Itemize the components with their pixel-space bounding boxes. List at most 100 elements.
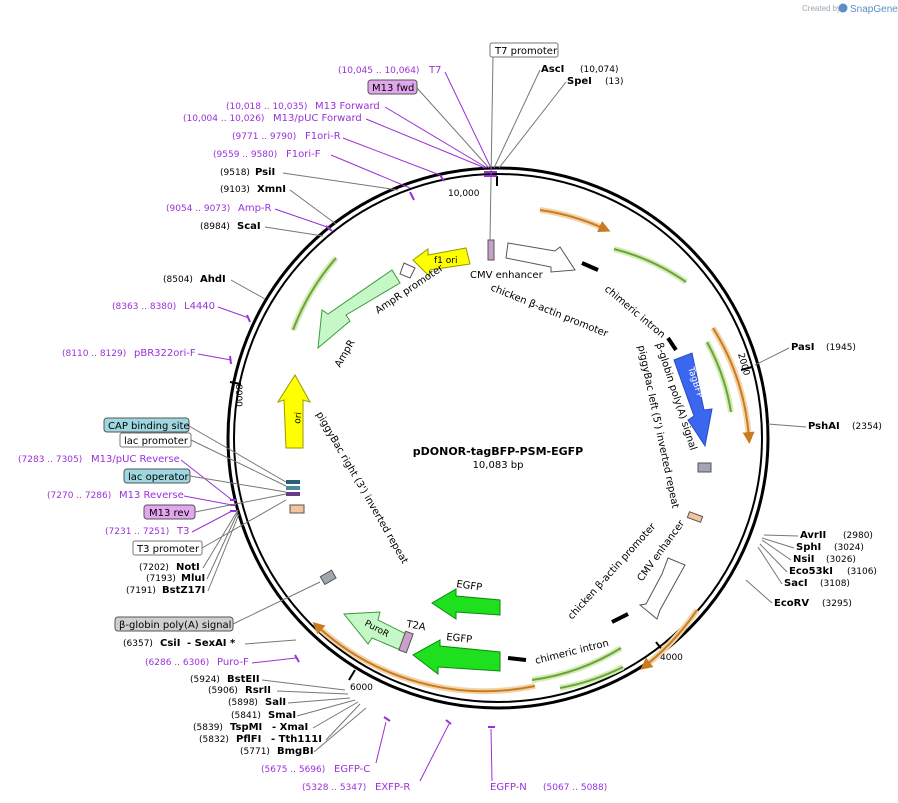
primer-f1orir: F1ori-R: [305, 131, 341, 142]
green-track-arc: [613, 248, 687, 283]
primer-leader: [330, 154, 411, 189]
credit-text: Created by: [802, 4, 841, 13]
site-scai: ScaI: [237, 221, 261, 232]
piggybac-left-block: [686, 511, 704, 523]
primer-egfpc-pos: (5675 .. 5696): [261, 765, 325, 775]
cap-block: [286, 480, 300, 484]
egfp-arrow-upper: [431, 588, 501, 620]
site-scai-pos: (8984): [200, 222, 230, 232]
site-noti-pos: (7202): [139, 563, 169, 573]
primer-mark: [229, 355, 232, 365]
primer-mark: [294, 654, 300, 663]
egfp-label-lower: EGFP: [446, 632, 473, 646]
orange-track-arc: [312, 621, 536, 693]
site-nsii: NsiI: [793, 554, 814, 565]
site-ahdi-pos: (8504): [163, 275, 193, 285]
primer-m13pucrev-pos: (7283 .. 7305): [18, 455, 82, 465]
leader-line: [767, 423, 807, 428]
lac-block: [286, 486, 300, 490]
site-eco53ki: Eco53kI: [789, 566, 833, 577]
m13-rev-label: M13 rev: [149, 508, 190, 519]
piggybac-right-block: [289, 504, 305, 514]
egfp-label-upper: EGFP: [456, 579, 483, 593]
site-pasi: PasI: [791, 342, 814, 353]
primer-pbr322-pos: (8110 .. 8129): [62, 349, 126, 359]
primer-f1orif: F1ori-F: [286, 149, 321, 160]
polya-block: [697, 462, 712, 473]
site-xmni-pos: (9103): [220, 185, 250, 195]
primer-leader: [197, 353, 232, 361]
primer-leader: [217, 306, 250, 319]
primer-l4440-pos: (8363 .. 8380): [112, 302, 176, 312]
leader-line: [188, 425, 287, 483]
leader-line: [493, 69, 541, 169]
site-xmni: XmnI: [257, 184, 286, 195]
leader-line: [287, 697, 351, 704]
leader-line: [282, 172, 399, 191]
primer-leader: [419, 723, 450, 782]
cmv-enhancer-arrow: [505, 242, 576, 273]
primer-l4440: L4440: [184, 301, 215, 312]
site-tspmi: TspMI: [230, 722, 262, 733]
primer-pbr322: pBR322ori-F: [134, 348, 196, 359]
site-spei-pos: (13): [605, 77, 623, 87]
primer-mark: [439, 174, 445, 182]
intron-bar: [581, 261, 599, 272]
site-noti: NotI: [176, 562, 200, 573]
tick-label-8000: 8000: [233, 384, 243, 407]
site-asci: AscI: [541, 64, 564, 75]
leader-line: [189, 475, 287, 493]
leader-line: [206, 511, 239, 580]
orange-track-arc: [712, 327, 755, 444]
snapgene-logo-icon: [838, 3, 848, 13]
site-csii-pos: (6357): [123, 639, 153, 649]
site-pshai: PshAI: [808, 421, 840, 432]
primer-leader: [444, 71, 492, 169]
green-track-arc: [292, 257, 337, 331]
site-psii-pos: (9518): [220, 168, 250, 178]
primer-m13rev: M13 Reverse: [119, 490, 184, 501]
t2a-block: [398, 630, 414, 654]
site-tth111i: - Tth111I: [271, 734, 322, 745]
cap-binding-box: [103, 417, 190, 433]
tick-mark: [229, 381, 242, 385]
lac-operator-label: lac operator: [128, 472, 189, 483]
primer-mark: [445, 719, 452, 725]
site-sali-pos: (5898): [228, 698, 258, 708]
m13-rev-box: [143, 504, 196, 520]
m13fwd-block: [487, 239, 495, 261]
leader-line: [264, 226, 324, 237]
m13-fwd-box: [367, 79, 418, 95]
primer-leader: [191, 510, 233, 533]
site-ahdi: AhdI: [200, 274, 226, 285]
primer-m13puc-pos: (10,004 .. 10,026): [183, 114, 264, 124]
primer-purof-pos: (6286 .. 6306): [145, 658, 209, 668]
cap-binding-label: CAP binding site: [108, 421, 190, 432]
leader-line: [201, 499, 287, 549]
f1ori-arrow: [412, 247, 471, 278]
site-pasi-pos: (1945): [826, 343, 856, 353]
site-tspmi-pos: (5839): [193, 723, 223, 733]
primer-t3-pos: (7231 .. 7251): [105, 527, 169, 537]
ampr-label: AmpR: [333, 338, 357, 369]
leader-line: [312, 701, 359, 729]
primer-purof: Puro-F: [217, 657, 249, 668]
leader-line: [194, 493, 287, 513]
primer-mark: [409, 191, 415, 201]
leader-line: [745, 579, 773, 604]
site-bmgbi: BmgBI: [277, 746, 314, 757]
primer-leader: [274, 208, 331, 229]
tagbfp-arrow: [673, 352, 713, 448]
site-bstz17i: BstZ17I: [162, 585, 205, 596]
site-ecorv: EcoRV: [774, 598, 809, 609]
piggybac-right-label: piggyBac right (3') inverted repeat: [313, 410, 409, 566]
leader-line: [296, 699, 356, 717]
site-csii: CsiI: [160, 638, 180, 649]
orange-track-arc: [539, 209, 611, 232]
site-xmai: - XmaI: [272, 722, 308, 733]
site-bstz17i-pos: (7191): [126, 586, 156, 596]
site-avrii: AvrII: [800, 530, 826, 541]
green-track-arc: [613, 246, 688, 285]
green-track-arc: [559, 666, 624, 689]
site-bsteii: BstEII: [227, 674, 260, 685]
